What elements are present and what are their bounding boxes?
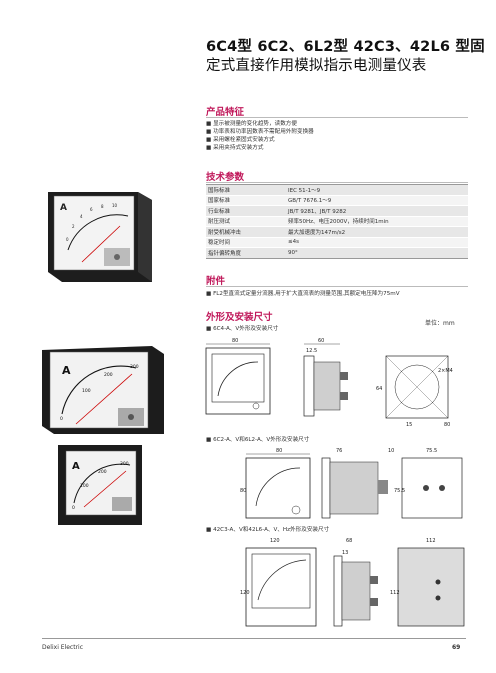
dims-drawing-1: 80 60 12.5 2×M4 64 15 80: [205, 338, 453, 428]
spec-value: 最大加速度为147m/s2: [286, 226, 468, 238]
meter-photo-medium: A 0 100 200 300: [42, 346, 164, 434]
meter-small-scale-0: 0: [66, 237, 69, 242]
svg-text:100: 100: [82, 388, 91, 394]
feature-item: ■ 功率表和功率因数表不需配用外附变换器: [206, 129, 314, 135]
footer-rule: [42, 638, 466, 639]
svg-text:0: 0: [60, 416, 63, 422]
spec-key: 国家标准: [206, 195, 286, 206]
footer-brand: Delixi Electric: [42, 644, 84, 651]
footer-page-number: 69: [452, 644, 461, 651]
svg-text:200: 200: [104, 372, 113, 378]
dim-label-120-v: 120: [240, 590, 250, 596]
dim-label-13: 13: [342, 550, 348, 556]
spec-key: 指针偏转角度: [206, 247, 286, 259]
dim-label-80b: 80: [444, 422, 450, 428]
dim-label-112: 112: [426, 538, 436, 544]
dims-group-3-label: ■ 42C3-A、V和42L6-A、V、Hz外形及安装尺寸: [206, 527, 330, 533]
dim-label-80: 80: [276, 448, 282, 454]
dim-label-112-v: 112: [390, 590, 400, 596]
dim-label-15: 15: [406, 422, 412, 428]
accessory-rule: [206, 286, 468, 287]
spec-value: 频率50Hz、电压2000V，持续时间1min: [286, 216, 468, 227]
svg-text:200: 200: [98, 469, 107, 475]
dim-label-80: 80: [232, 338, 238, 344]
dim-label-64: 64: [376, 386, 382, 392]
dims-drawing-3: 120 120 68 13 112 112: [240, 538, 465, 627]
meter-small-scale-4: 4: [80, 214, 83, 219]
feature-item: ■ 显示被测量的变化趋势，读数方便: [206, 121, 297, 127]
spec-key: 耐受机械冲击: [206, 226, 286, 238]
svg-text:A: A: [72, 461, 80, 472]
svg-text:0: 0: [72, 505, 75, 511]
svg-text:300: 300: [120, 461, 129, 467]
spec-key: 行业标准: [206, 205, 286, 217]
dim-label-76: 76: [336, 448, 342, 454]
dim-label-120: 120: [270, 538, 280, 544]
meter-small-scale-2: 2: [72, 224, 75, 229]
dims-group-1-label: ■ 6C4-A、V外形及安装尺寸: [206, 326, 279, 332]
dim-label-75-5: 75.5: [426, 448, 437, 454]
meter-photo-small: [42, 186, 164, 286]
features-rule: [206, 117, 468, 118]
meter-photo-large: A 0 100 200 300: [58, 445, 142, 525]
spec-value: 90°: [286, 247, 468, 259]
accessory-item: ■ FL2型直流式定量分流器,用于扩大直流表的测量范围,其额定电压降为75mV: [206, 291, 400, 297]
svg-text:300: 300: [130, 364, 139, 370]
svg-text:100: 100: [80, 483, 89, 489]
tech-rule: [206, 182, 468, 183]
spec-key: 耐压测试: [206, 216, 286, 227]
dim-label-80-v: 80: [240, 488, 246, 494]
spec-value: ≤4s: [286, 237, 468, 248]
dim-label-75-5-v: 75.5: [394, 488, 405, 494]
dim-label-68: 68: [346, 538, 352, 544]
table-row: 耐压测试频率50Hz、电压2000V，持续时间1min: [206, 216, 468, 227]
feature-item: ■ 采用夹持式安装方式: [206, 145, 264, 151]
table-row: 耐受机械冲击最大加速度为147m/s2: [206, 226, 468, 238]
accessory-heading: 附件: [206, 276, 226, 287]
spec-key: 稳定时间: [206, 237, 286, 248]
spec-value: JB/T 9281、JB/T 9282: [286, 205, 468, 217]
meter-small-scale-10: 10: [112, 203, 118, 208]
dim-label-2xm4: 2×M4: [438, 368, 453, 374]
page-title: 6C4型 6C2、6L2型 42C3、42L6 型固 定式直接作用模拟指示电测量…: [206, 38, 491, 76]
dims-heading: 外形及安装尺寸: [206, 312, 273, 323]
feature-item: ■ 采用螺栓紧固式安装方式: [206, 137, 275, 143]
dim-label-10: 10: [388, 448, 394, 454]
title-line-2: 定式直接作用模拟指示电测量仪表: [206, 58, 427, 74]
table-row: 稳定时间≤4s: [206, 237, 468, 248]
spec-value: GB/T 7676.1～9: [286, 195, 468, 206]
dim-label-12-5: 12.5: [306, 348, 317, 354]
dim-label-60: 60: [318, 338, 324, 344]
dims-group-2-label: ■ 6C2-A、V和6L2-A、V外形及安装尺寸: [206, 437, 310, 443]
tech-heading: 技术参数: [206, 172, 245, 183]
dims-drawing-2: 80 80 76 10 75.5 75.5: [240, 448, 463, 519]
features-heading: 产品特征: [206, 107, 245, 118]
unit-label: 单位：mm: [425, 320, 455, 327]
spec-value: IEC 51-1～9: [286, 184, 468, 196]
svg-text:A: A: [62, 364, 71, 377]
meter-small-scale-6: 6: [90, 207, 93, 212]
meter-small-unit: A: [60, 203, 67, 213]
meter-small-scale-8: 8: [101, 204, 104, 209]
title-line-1: 6C4型 6C2、6L2型 42C3、42L6 型固: [206, 39, 485, 55]
spec-key: 国际标准: [206, 184, 286, 196]
